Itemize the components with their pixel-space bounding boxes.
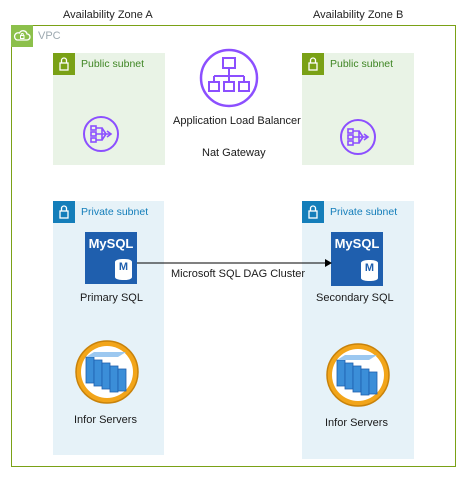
nat-gateway-label: Nat Gateway — [202, 147, 266, 159]
load-balancer-icon — [199, 48, 259, 113]
lock-icon — [53, 201, 75, 223]
vpc-label: VPC — [38, 30, 61, 42]
vpc-boundary — [11, 25, 456, 467]
secondary-mysql-letter: M — [364, 262, 375, 274]
primary-sql-label: Primary SQL — [80, 292, 143, 304]
infor-servers-b-label: Infor Servers — [325, 417, 388, 429]
primary-mysql-badge: MySQL — [88, 236, 134, 251]
dag-cluster-label: Microsoft SQL DAG Cluster — [171, 268, 306, 280]
database-cylinder-icon — [115, 259, 132, 280]
public-subnet-a-label: Public subnet — [81, 58, 145, 70]
lock-icon — [302, 201, 324, 223]
public-subnet-b-label: Public subnet — [330, 58, 394, 70]
infor-servers-a-label: Infor Servers — [74, 414, 137, 426]
infor-servers-a-icon — [74, 339, 140, 410]
zone-a-label: Availability Zone A — [63, 9, 153, 21]
private-subnet-b-label: Private subnet — [330, 206, 398, 218]
dag-connection-arrow — [137, 256, 333, 274]
private-subnet-a-label: Private subnet — [81, 206, 149, 218]
lock-icon — [53, 53, 75, 75]
secondary-sql-label: Secondary SQL — [316, 292, 394, 304]
nat-gateway-b-icon — [339, 118, 377, 161]
secondary-mysql-badge: MySQL — [334, 236, 380, 251]
database-cylinder-icon — [361, 260, 378, 281]
load-balancer-label: Application Load Balancer — [173, 115, 301, 127]
vpc-cloud-icon — [11, 25, 33, 47]
infor-servers-b-icon — [325, 342, 391, 413]
secondary-mysql-icon: MySQL M — [331, 232, 383, 286]
nat-gateway-a-icon — [82, 115, 120, 158]
zone-b-label: Availability Zone B — [313, 9, 404, 21]
primary-mysql-icon: MySQL M — [85, 232, 137, 284]
primary-mysql-letter: M — [118, 261, 129, 273]
lock-icon — [302, 53, 324, 75]
